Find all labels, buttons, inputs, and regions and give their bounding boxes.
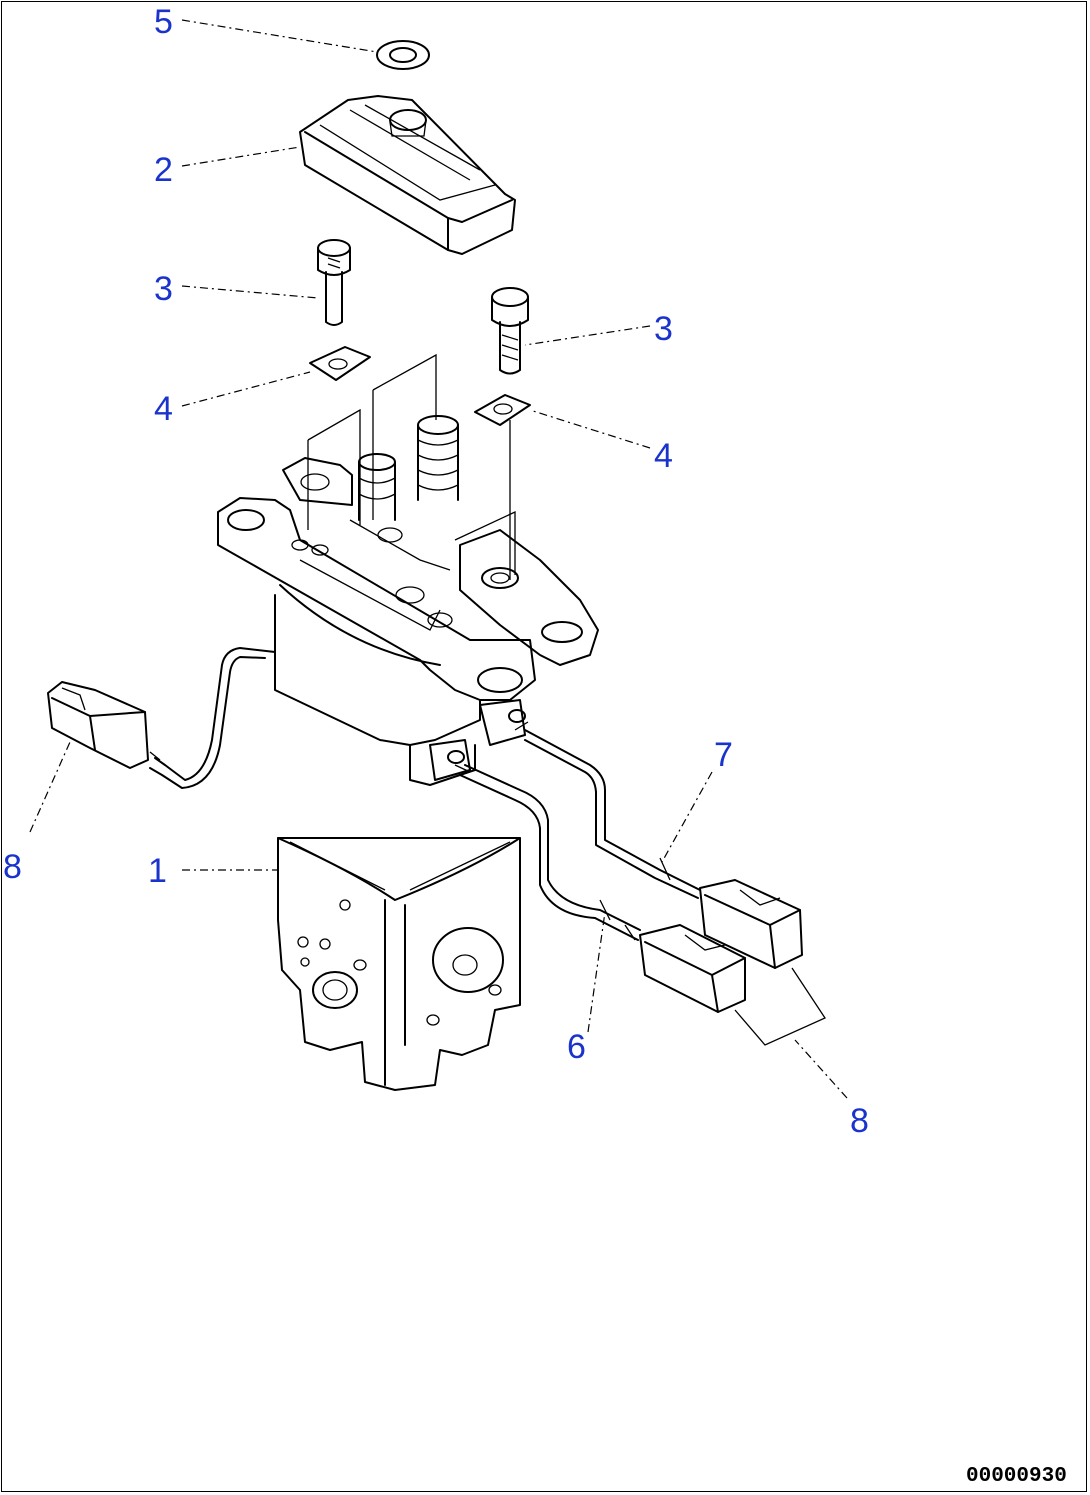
part-3-bolt-left xyxy=(317,239,351,326)
callout-3-right: 3 xyxy=(654,310,673,348)
part-4-plate-right xyxy=(474,394,531,426)
callout-3-left: 3 xyxy=(154,270,173,308)
callout-2: 2 xyxy=(154,151,173,189)
connector-bracket-lines xyxy=(734,967,826,1046)
assembly-guide-lines xyxy=(307,353,516,580)
callout-8-left: 8 xyxy=(3,848,22,886)
callout-4-right: 4 xyxy=(654,437,673,475)
springs xyxy=(358,415,459,521)
part-3-bolt-right xyxy=(491,287,529,375)
drawing-code: 00000930 xyxy=(966,1465,1067,1488)
callout-8-right: 8 xyxy=(850,1102,869,1140)
callout-6: 6 xyxy=(567,1028,586,1066)
callout-labels: 5 2 3 3 4 4 7 8 1 6 8 xyxy=(3,3,869,1140)
valve-upper-body xyxy=(217,457,599,701)
connector-right-upper xyxy=(699,879,803,969)
callout-5: 5 xyxy=(154,3,173,41)
solenoid-block xyxy=(274,584,526,786)
part-4-plate-left xyxy=(309,346,371,381)
wiring-harness xyxy=(149,647,701,941)
callout-7: 7 xyxy=(714,736,733,774)
connector-left xyxy=(47,681,149,769)
part-2-cover xyxy=(299,95,516,255)
part-1-valve-body xyxy=(277,837,521,1091)
connector-right-lower xyxy=(639,924,746,1013)
part-5-washer xyxy=(376,40,430,70)
callout-4-left: 4 xyxy=(154,390,173,428)
callout-1: 1 xyxy=(148,852,167,890)
leader-lines xyxy=(29,19,848,1099)
